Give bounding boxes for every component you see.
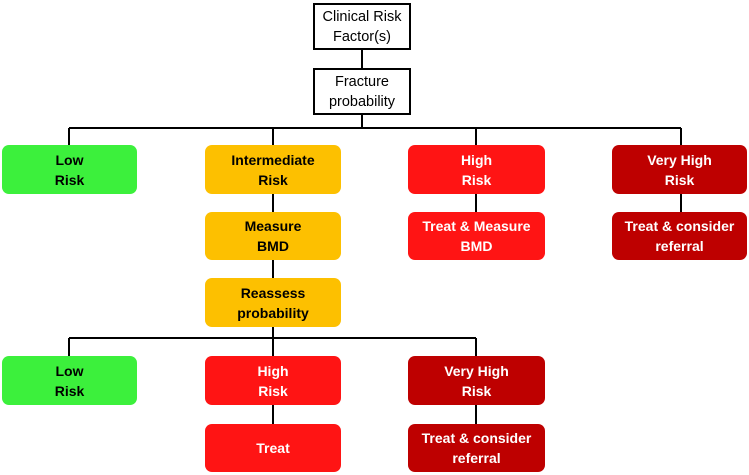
high-risk-box: High Risk <box>408 145 545 194</box>
clinical-risk-factors-box: Clinical Risk Factor(s) <box>313 3 411 50</box>
high-risk-box-reassessed: High Risk <box>205 356 341 405</box>
measure-bmd-box: Measure BMD <box>205 212 341 260</box>
very-high-risk-box-reassessed: Very High Risk <box>408 356 545 405</box>
intermediate-risk-box: Intermediate Risk <box>205 145 341 194</box>
fracture-probability-box: Fracture probability <box>313 68 411 115</box>
low-risk-box: Low Risk <box>2 145 137 194</box>
low-risk-box-reassessed: Low Risk <box>2 356 137 405</box>
very-high-risk-box: Very High Risk <box>612 145 747 194</box>
treat-box: Treat <box>205 424 341 472</box>
treat-measure-bmd-box: Treat & Measure BMD <box>408 212 545 260</box>
treat-consider-referral-box-reassessed: Treat & consider referral <box>408 424 545 472</box>
reassess-probability-box: Reassess probability <box>205 278 341 327</box>
treat-consider-referral-box: Treat & consider referral <box>612 212 747 260</box>
